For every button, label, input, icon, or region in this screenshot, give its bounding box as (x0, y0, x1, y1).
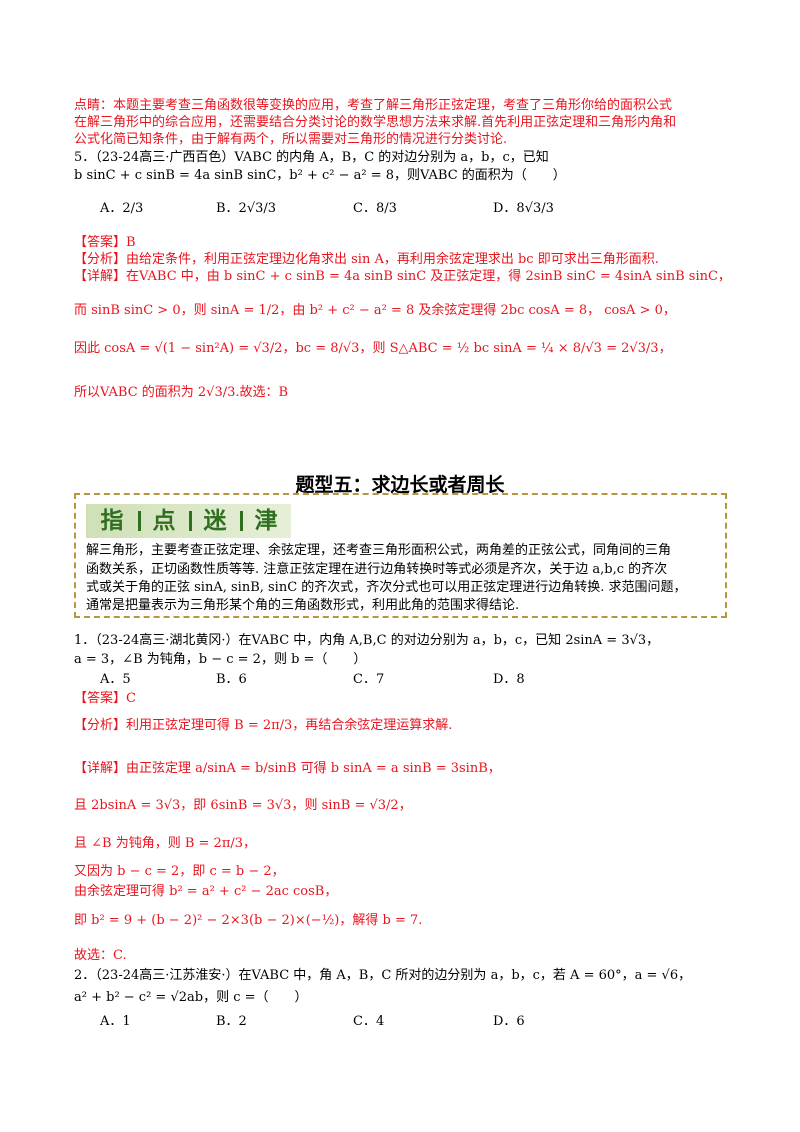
q5-detail-3: 因此 cosA = √(1 − sin²A) = √3/2，bc = 8/√3，… (74, 341, 672, 356)
q5-stem-line-1: 5．（23-24高三·广西百色）VABC 的内角 A，B，C 的对边分别为 a，… (74, 150, 549, 165)
q1-detail-7: 故选：C. (74, 948, 127, 963)
q2-option-c: C．4 (353, 1014, 385, 1029)
tip-badge-4: 津 (254, 508, 278, 534)
note-line-2: 在解三角形中的综合应用，还需要结合分类讨论的数学思想方法来求解.首先利用正弦定理… (74, 115, 677, 130)
q5-stem-line-2: b sinC + c sinB = 4a sinB sinC，b² + c² −… (74, 168, 566, 183)
q1-stem-line-1: 1．（23-24高三·湖北黄冈·）在VABC 中，内角 A,B,C 的对边分别为… (74, 633, 660, 648)
tip-divider (189, 511, 192, 531)
tip-badge-3: 迷 (203, 508, 227, 534)
q5-detail-1: 【详解】在VABC 中，由 b sinC + c sinB = 4a sinB … (74, 269, 731, 284)
q1-detail-1: 【详解】由正弦定理 a/sinA = b/sinB 可得 b sinA = a … (74, 761, 501, 776)
tip-badge-2: 点 (152, 508, 176, 534)
section-title: 题型五：求边长或者周长 (295, 474, 505, 496)
q1-answer: 【答案】C (74, 691, 136, 706)
tip-box (74, 493, 727, 618)
tip-divider (138, 511, 141, 531)
note-line-3: 公式化简已知条件，由于解有两个，所以需要对三角形的情况进行分类讨论. (74, 132, 508, 147)
q1-detail-3: 且 ∠B 为钝角，则 B = 2π/3， (74, 836, 257, 851)
q5-answer: 【答案】B (74, 235, 136, 250)
q5-detail-4: 所以VABC 的面积为 2√3/3.故选：B (74, 385, 289, 400)
q2-stem-line-1: 2．（23-24高三·江苏淮安·）在VABC 中，角 A，B，C 所对的边分别为… (74, 968, 692, 983)
q1-detail-2: 且 2bsinA = 3√3，即 6sinB = 3√3，则 sinB = √3… (74, 798, 412, 813)
q5-detail-2: 而 sinB sinC > 0，则 sinA = 1/2，由 b² + c² −… (74, 303, 676, 318)
q5-analysis: 【分析】由给定条件，利用正弦定理边化角求出 sin A，再利用余弦定理求出 bc… (74, 252, 659, 267)
q1-option-d: D．8 (493, 672, 525, 687)
q1-stem-line-2: a = 3，∠B 为钝角，b − c = 2，则 b =（ ） (74, 652, 367, 667)
q2-option-a: A．1 (100, 1014, 131, 1029)
q5-option-b: B．2√3/3 (216, 201, 277, 216)
q5-option-d: D．8√3/3 (493, 201, 554, 216)
q5-option-c: C．8/3 (353, 201, 397, 216)
q5-option-a: A．2/3 (100, 201, 144, 216)
q1-option-b: B．6 (216, 672, 247, 687)
tip-banner (86, 504, 291, 538)
q1-detail-4: 又因为 b − c = 2，即 c = b − 2， (74, 864, 285, 879)
q2-option-b: B．2 (216, 1014, 247, 1029)
q1-analysis: 【分析】利用正弦定理可得 B = 2π/3，再结合余弦定理运算求解. (74, 718, 453, 733)
q1-option-c: C．7 (353, 672, 385, 687)
q1-detail-5: 由余弦定理可得 b² = a² + c² − 2ac cosB， (74, 884, 338, 899)
q1-option-a: A．5 (100, 672, 131, 687)
tip-badge-1: 指 (100, 508, 124, 534)
q1-detail-6: 即 b² = 9 + (b − 2)² − 2×3(b − 2)×(−½)，解得… (74, 913, 423, 928)
q2-option-d: D．6 (493, 1014, 525, 1029)
note-line-1: 点睛：本题主要考查三角函数很等变换的应用，考查了解三角形正弦定理，考查了三角形你… (74, 98, 673, 113)
tip-line-1: 解三角形，主要考查正弦定理、余弦定理，还考查三角形面积公式，两角差的正弦公式，同… (86, 543, 672, 558)
tip-divider (240, 511, 243, 531)
tip-line-4: 通常是把量表示为三角形某个角的三角函数形式，利用此角的范围求得结论. (86, 598, 520, 613)
tip-line-3: 式或关于角的正弦 sinA, sinB, sinC 的齐次式，齐次分式也可以用正… (86, 580, 687, 595)
tip-line-2: 函数关系，正切函数性质等等. 注意正弦定理在进行边角转换时等式必须是齐次，关于边… (86, 562, 668, 577)
q2-stem-line-2: a² + b² − c² = √2ab，则 c =（ ） (74, 990, 308, 1005)
